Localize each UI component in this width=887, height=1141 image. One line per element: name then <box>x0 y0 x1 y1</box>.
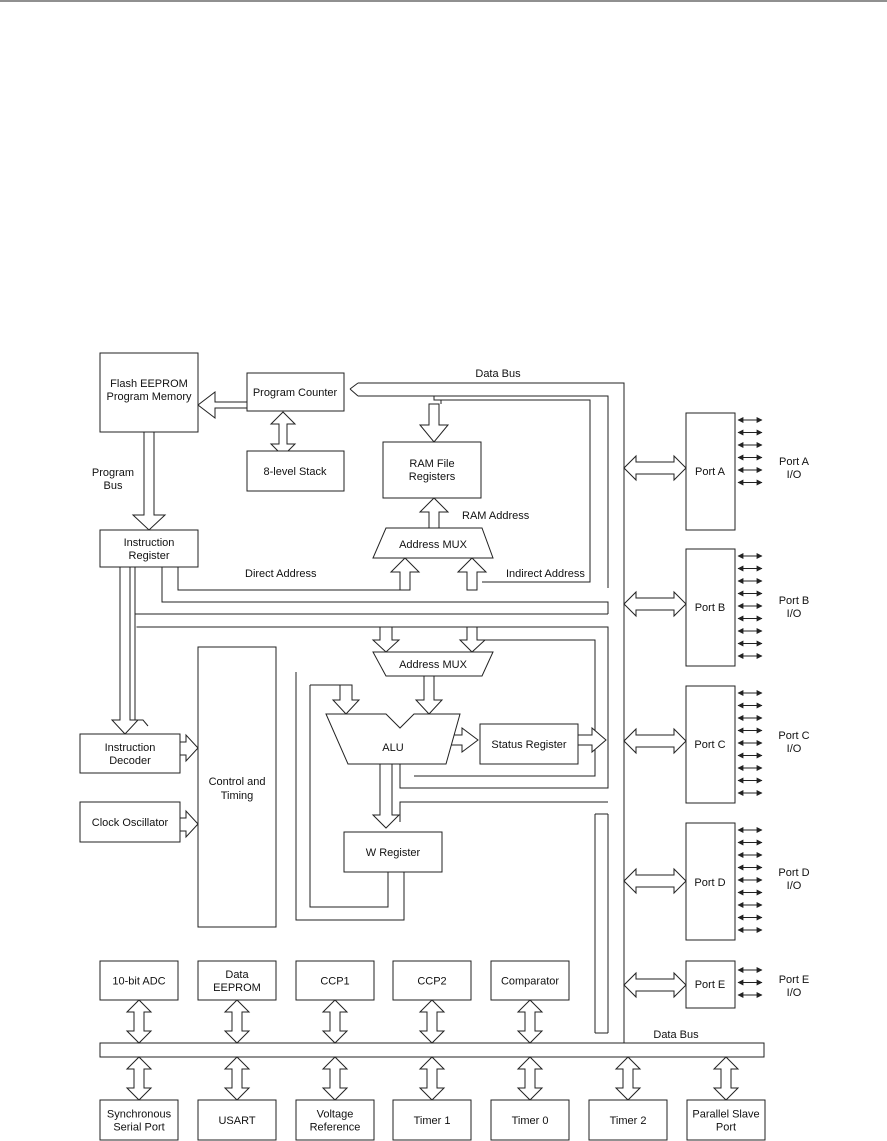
svg-text:Port C: Port C <box>694 739 725 751</box>
svg-text:Registers: Registers <box>409 471 456 483</box>
lower-peripheral-label: Synchronous <box>107 1109 172 1121</box>
hollow-arrows <box>110 390 740 1101</box>
svg-text:Port A: Port A <box>779 456 810 468</box>
instruction-decoder-block: Instruction Decoder <box>79 733 181 774</box>
port-b-block: Port B <box>685 548 736 667</box>
svg-text:I/O: I/O <box>787 608 802 620</box>
upper-peripheral-label: Comparator <box>501 976 559 988</box>
flash-memory-block: Flash EEPROM Program Memory <box>99 352 199 433</box>
direct-address-label: Direct Address <box>245 568 317 580</box>
upper-peripheral-label: CCP1 <box>320 976 349 988</box>
svg-text:Instruction: Instruction <box>124 537 175 549</box>
port-a-io-label: Port A I/O <box>779 456 810 481</box>
upper-peripheral-block: 10-bit ADC <box>99 960 179 1001</box>
lower-peripheral-label: Reference <box>310 1122 361 1134</box>
control-timing-block: Control and Timing <box>197 646 277 928</box>
svg-text:Port C: Port C <box>778 730 809 742</box>
lower-peripheral-block: Timer 2 <box>588 1099 668 1141</box>
lower-peripheral-label: Parallel Slave <box>692 1109 759 1121</box>
svg-text:Instruction: Instruction <box>105 742 156 754</box>
program-counter-block: Program Counter <box>246 372 345 412</box>
port-b-io-label: Port B I/O <box>779 595 810 620</box>
port-c-block: Port C <box>685 685 736 804</box>
lower-peripheral-label: Timer 1 <box>414 1115 451 1127</box>
port-d-io-label: Port D I/O <box>778 867 809 892</box>
ram-address-label: RAM Address <box>462 510 530 522</box>
svg-text:Control and: Control and <box>209 776 266 788</box>
port-c-io-label: Port C I/O <box>778 730 809 755</box>
instruction-register-block: Instruction Register <box>99 529 199 568</box>
svg-text:I/O: I/O <box>787 469 802 481</box>
svg-text:Bus: Bus <box>104 480 123 492</box>
upper-peripheral-label: 10-bit ADC <box>112 976 165 988</box>
lower-peripheral-label: Serial Port <box>113 1122 164 1134</box>
address-mux-top: Address MUX <box>372 527 494 559</box>
ram-file-registers-block: RAM File Registers <box>382 441 482 499</box>
indirect-address-label: Indirect Address <box>506 568 585 580</box>
svg-text:I/O: I/O <box>787 743 802 755</box>
svg-text:Port D: Port D <box>778 867 809 879</box>
lower-peripheral-block: Timer 0 <box>490 1099 570 1141</box>
svg-text:Program Memory: Program Memory <box>107 391 192 403</box>
upper-peripheral-block: Comparator <box>490 960 570 1001</box>
svg-text:Status Register: Status Register <box>491 739 567 751</box>
svg-text:Flash EEPROM: Flash EEPROM <box>110 378 188 390</box>
address-mux-bottom: Address MUX <box>372 651 494 677</box>
lower-peripheral-block: Timer 1 <box>392 1099 472 1141</box>
svg-text:Port A: Port A <box>695 466 726 478</box>
svg-text:Timing: Timing <box>221 790 254 802</box>
lower-peripheral-label: Timer 0 <box>512 1115 549 1127</box>
svg-text:Clock Oscillator: Clock Oscillator <box>92 817 169 829</box>
svg-text:I/O: I/O <box>787 987 802 999</box>
upper-peripheral-block: CCP1 <box>295 960 375 1001</box>
data-bus-label-bottom: Data Bus <box>653 1029 699 1041</box>
data-bus-label-top: Data Bus <box>475 368 521 380</box>
lower-peripheral-label: USART <box>218 1115 255 1127</box>
status-register-block: Status Register <box>479 723 579 765</box>
port-e-io-label: Port E I/O <box>779 974 810 999</box>
svg-text:8-level Stack: 8-level Stack <box>264 466 327 478</box>
svg-text:Register: Register <box>129 550 170 562</box>
svg-text:Program Counter: Program Counter <box>253 387 338 399</box>
lower-peripheral-label: Port <box>716 1122 736 1134</box>
port-a-block: Port A <box>685 412 736 531</box>
clock-oscillator-block: Clock Oscillator <box>79 801 181 843</box>
port-pin-arrows <box>737 417 763 998</box>
svg-text:Port E: Port E <box>695 979 726 991</box>
svg-text:Program: Program <box>92 467 134 479</box>
svg-text:Decoder: Decoder <box>109 755 151 767</box>
lower-peripheral-label: Timer 2 <box>610 1115 647 1127</box>
upper-peripheral-label: CCP2 <box>417 976 446 988</box>
upper-peripheral-label: Data <box>225 969 249 981</box>
upper-peripheral-block: CCP2 <box>392 960 472 1001</box>
svg-text:Address MUX: Address MUX <box>399 539 468 551</box>
svg-text:Port E: Port E <box>779 974 810 986</box>
svg-text:Address MUX: Address MUX <box>399 659 468 671</box>
w-register-block: W Register <box>343 831 443 873</box>
svg-text:RAM File: RAM File <box>409 458 454 470</box>
alu-block: ALU <box>325 713 461 765</box>
stack-block: 8-level Stack <box>246 450 345 492</box>
lower-peripheral-block: USART <box>197 1099 277 1141</box>
program-bus-label: Program Bus <box>92 467 134 492</box>
svg-text:Port D: Port D <box>694 877 725 889</box>
svg-text:Port B: Port B <box>695 602 726 614</box>
lower-peripheral-label: Voltage <box>317 1109 354 1121</box>
port-d-block: Port D <box>685 822 736 941</box>
upper-peripheral-label: EEPROM <box>213 982 261 994</box>
svg-text:I/O: I/O <box>787 880 802 892</box>
port-e-block: Port E <box>685 960 736 1009</box>
svg-text:W Register: W Register <box>366 847 421 859</box>
svg-text:ALU: ALU <box>382 742 403 754</box>
svg-text:Port B: Port B <box>779 595 810 607</box>
